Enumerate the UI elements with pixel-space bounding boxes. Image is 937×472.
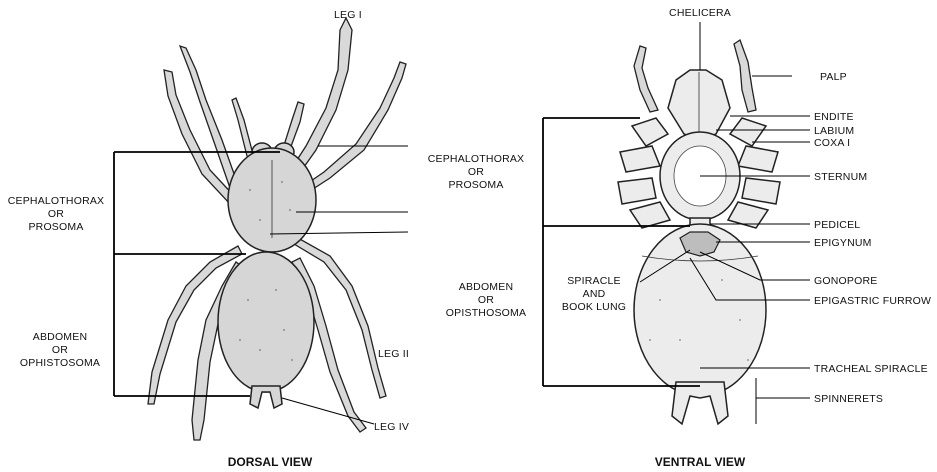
dorsal-abdomen-shape bbox=[218, 252, 314, 392]
ventral-label-gonopore: GONOPORE bbox=[814, 275, 877, 287]
dorsal-label-abdomen: ABDOMEN bbox=[33, 331, 88, 343]
ventral-label-epigynum: EPIGYNUM bbox=[814, 237, 872, 249]
dorsal-label-prosoma: PROSOMA bbox=[28, 221, 83, 233]
ventral-label-chelicera: CHELICERA bbox=[669, 7, 731, 19]
ventral-label-coxa-i: COXA I bbox=[814, 137, 850, 149]
ventral-label-tracheal-spiracle: TRACHEAL SPIRACLE bbox=[814, 363, 928, 375]
dorsal-label-leg-i: LEG I bbox=[334, 9, 362, 21]
ventral-label-palp: PALP bbox=[820, 71, 847, 83]
dorsal-label-cephalothorax: CEPHALOTHORAX bbox=[8, 195, 105, 207]
ventral-label-pedicel: PEDICEL bbox=[814, 219, 860, 231]
dorsal-view-title: DORSAL VIEW bbox=[228, 455, 313, 469]
ventral-label-abdomen-or: OR bbox=[478, 294, 494, 306]
ventral-label-spiracle-and: AND bbox=[583, 288, 606, 300]
dorsal-label-ophistosoma: OPHISTOSOMA bbox=[20, 357, 100, 369]
dorsal-label-leg-iv: LEG IV bbox=[374, 421, 409, 433]
ventral-label-cephalothorax-or: OR bbox=[468, 166, 484, 178]
ventral-label-book-lung: BOOK LUNG bbox=[562, 301, 626, 313]
ventral-label-epigastric-furrow: EPIGASTRIC FURROW bbox=[814, 295, 931, 307]
ventral-label-prosoma: PROSOMA bbox=[448, 179, 503, 191]
dorsal-label-abdomen-or: OR bbox=[52, 344, 68, 356]
dorsal-label-leg-ii: LEG II bbox=[378, 348, 409, 360]
ventral-label-abdomen: ABDOMEN bbox=[459, 281, 514, 293]
ventral-label-endite: ENDITE bbox=[814, 111, 854, 123]
ventral-label-cephalothorax: CEPHALOTHORAX bbox=[428, 153, 525, 165]
ventral-label-opisthosoma: OPISTHOSOMA bbox=[446, 307, 526, 319]
ventral-label-spinnerets: SPINNERETS bbox=[814, 393, 883, 405]
ventral-label-sternum: STERNUM bbox=[814, 171, 867, 183]
dorsal-label-cephalothorax-or: OR bbox=[48, 208, 64, 220]
ventral-view-title: VENTRAL VIEW bbox=[655, 455, 746, 469]
ventral-label-labium: LABIUM bbox=[814, 125, 854, 137]
ventral-label-spiracle: SPIRACLE bbox=[567, 275, 621, 287]
